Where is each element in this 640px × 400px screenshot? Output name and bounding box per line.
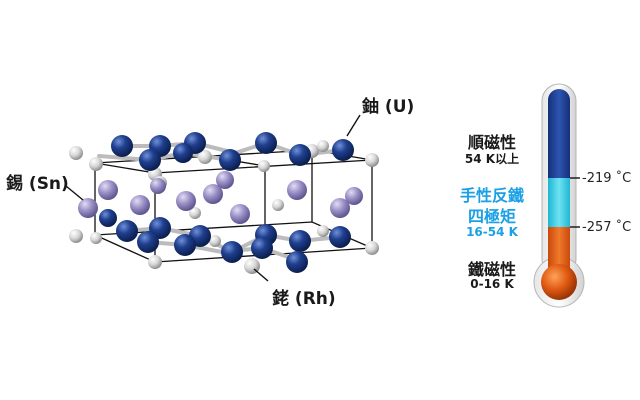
phase-ferromagnetic-range: 0-16 K <box>470 277 514 291</box>
thermometer <box>533 83 585 308</box>
phase-chiral-title-line1: 手性反鐵 <box>459 186 524 205</box>
uranium-label: 鈾 (U) <box>362 97 415 117</box>
phase-chiral-range: 16-54 K <box>466 225 518 239</box>
phase-chiral-title-line2: 四極矩 <box>467 207 516 226</box>
label-leaders <box>65 114 361 282</box>
phase-paramagnetic-range: 54 K以上 <box>464 152 520 166</box>
thermometer-bulb <box>541 264 577 300</box>
temperature-mark-lower: -257 ˚C <box>582 220 632 235</box>
temperature-mark-upper: -219 ˚C <box>582 171 632 186</box>
tin-label: 錫 (Sn) <box>6 174 69 194</box>
uranium-atoms <box>99 132 354 273</box>
thermometer-segment-ferromagnetic <box>548 227 570 273</box>
thermometer-segment-paramagnetic <box>548 89 570 178</box>
phase-paramagnetic-title: 順磁性 <box>467 133 516 152</box>
rhodium-label: 銠 (Rh) <box>272 289 336 309</box>
tin-atoms <box>78 171 363 224</box>
thermometer-segment-chiral <box>548 178 570 227</box>
phase-ferromagnetic-title: 鐵磁性 <box>467 260 516 279</box>
